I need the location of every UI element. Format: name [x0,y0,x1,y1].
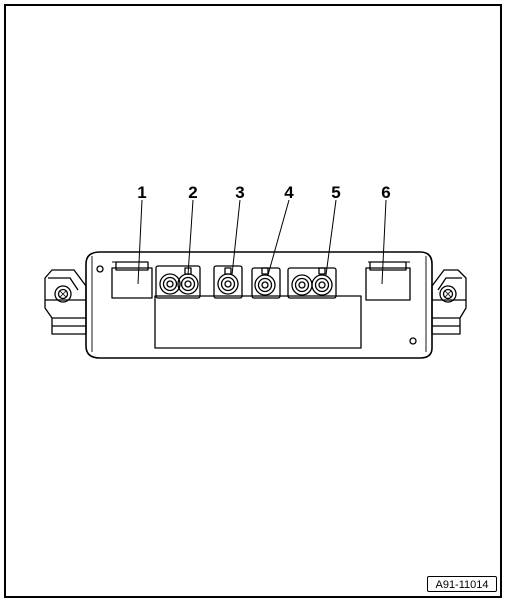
leader-lines [137,199,387,285]
leader-line-6 [381,199,387,285]
right-mounting-bracket [431,269,467,335]
leader-line-1 [137,199,143,285]
leader-line-3 [231,199,241,276]
callout-5: 5 [331,183,340,202]
figure-frame [4,4,502,598]
connector-6-rectangular [365,261,411,301]
figure-reference-code: A91-11014 [427,576,497,592]
callout-2: 2 [188,183,197,202]
leader-line-4 [267,199,290,276]
leader-line-5 [325,199,337,276]
connector-1-rectangular [111,261,153,299]
callout-1: 1 [137,183,146,202]
callout-3: 3 [235,183,244,202]
connector-5-double-round [287,267,337,299]
connector-4-single-round [251,267,281,299]
left-mounting-bracket [44,269,87,335]
connector-3-single-round [213,265,243,299]
connector-2-double-round [155,265,201,299]
leader-line-2 [187,199,194,276]
callout-4: 4 [284,183,294,202]
callout-6: 6 [381,183,390,202]
